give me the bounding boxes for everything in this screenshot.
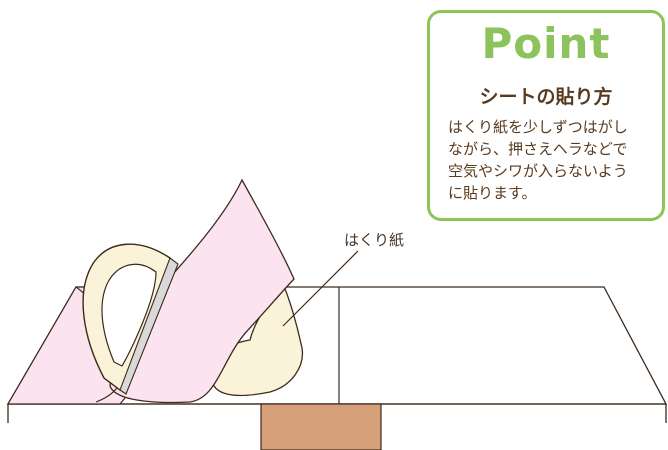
- board-post: [260, 403, 382, 450]
- peel-paper-curl: [210, 282, 304, 397]
- point-title: Point: [481, 19, 611, 68]
- point-callout: Point シートの貼り方 はくり紙を少しずつはがし ながら、押さえヘラなどで …: [427, 10, 665, 221]
- point-subtitle: シートの貼り方: [479, 86, 613, 108]
- point-body: はくり紙を少しずつはがし ながら、押さえヘラなどで 空気やシワが入らないよう に…: [448, 118, 628, 202]
- spatula-icon: [82, 243, 179, 395]
- peel-label-leader: [282, 250, 359, 327]
- peel-paper-label: はくり紙: [344, 231, 405, 249]
